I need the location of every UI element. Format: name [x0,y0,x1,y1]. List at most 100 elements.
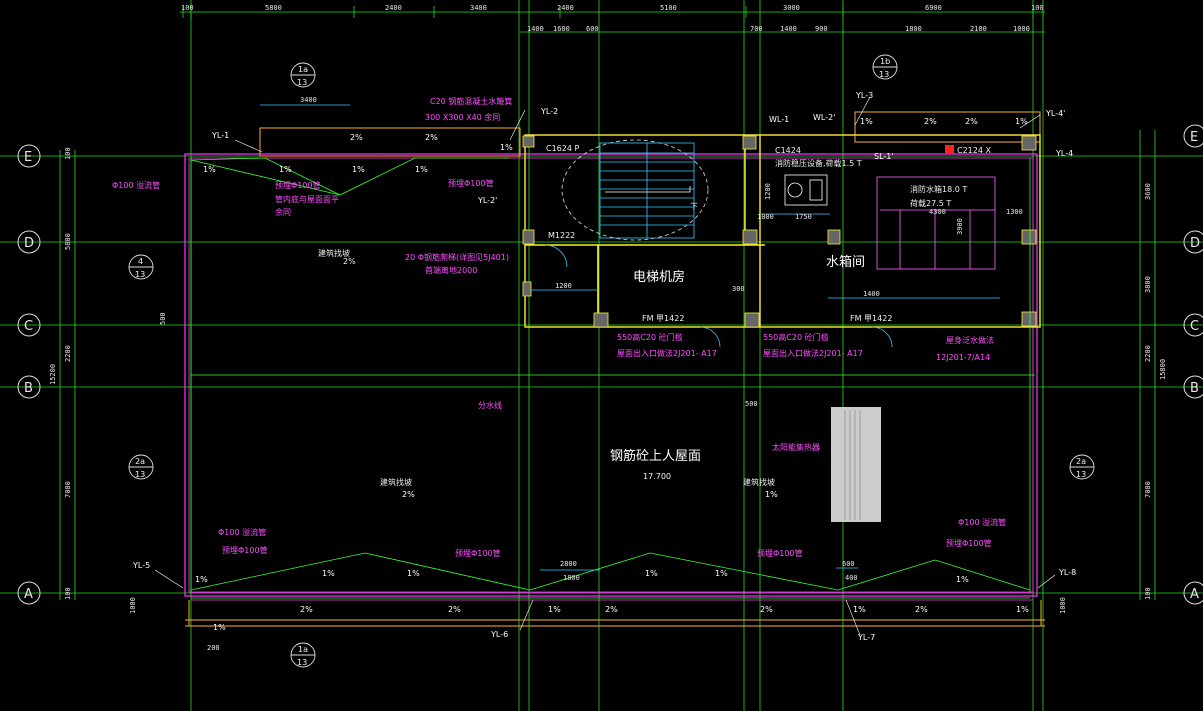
slope-21: 2% [760,605,773,614]
axis-bubbles-right [1183,124,1203,605]
label-drain-pipe-left: Φ100 溢流管 [112,180,160,190]
left-dim-6: 7000 [64,481,72,498]
pump-equipment [784,174,828,206]
slope-6: 1% [415,165,428,174]
slope-8: 2% [965,117,978,126]
label-slope-find: 建筑找坡 [318,248,350,258]
slope-16: 1% [956,575,969,584]
dim-1200-v: 1200 [764,183,772,200]
right-dim-1: 3600 [1144,183,1152,200]
label-sill-1b: 屋面出入口做法2J201- A17 [617,348,717,358]
top-dim-3: 2400 [385,4,402,12]
label-stair-down: 下 [690,202,698,211]
label-drain-br: Φ100 溢流管 [958,517,1006,527]
label-embed-br1: 预埋Φ100管 [757,548,803,558]
pipe-yl-5: YL-5 [132,561,150,570]
right-dim-5: 7000 [1144,481,1152,498]
slope-5: 1% [352,165,365,174]
pipe-yl-2p: YL-2' [477,196,497,205]
slope-23: 2% [402,490,415,499]
slope-22: 2% [915,605,928,614]
slope-24: 1% [765,490,778,499]
slope-13: 1% [407,569,420,578]
dim-1400: 1400 [863,290,880,298]
top-dim-2: 5800 [265,4,282,12]
top-dim-7: 3000 [783,4,800,12]
top-dim-4: 3400 [470,4,487,12]
detail-2-bottom: 13 [879,70,889,79]
detail-4-top: 2a [135,457,145,466]
pipe-yl-1: YL-1 [211,131,229,140]
pipe-yl-2: YL-2 [540,107,558,116]
detail-6-top: 1a [298,645,308,654]
label-water-line: 分水线 [478,400,502,410]
label-sill-1: 550高C20 砼门槛 [617,332,683,342]
detail-5-bottom: 13 [1076,470,1086,479]
dim-1300: 1300 [1006,208,1023,216]
left-dim-3: 500 [159,312,167,325]
right-dim-7: 1000 [1059,597,1067,614]
label-sill-2b: 屋面出入口做法2J201- A17 [763,348,863,358]
drainage-slope-lines [190,157,1035,599]
top-dim2-5: 1400 [780,25,797,33]
slope-9: 1% [860,117,873,126]
pipe-yl-7: YL-7 [857,633,875,642]
right-dim-2: 3800 [1144,276,1152,293]
pipe-yl-4p: YL-4' [1045,109,1065,118]
label-c20-beam-1: C20 钢筋混凝土水簸箕 [430,96,512,106]
label-door-m1222: M1222 [548,231,575,240]
top-dim-1: 100 [181,4,194,12]
detail-5-top: 2a [1076,457,1086,466]
label-sill-2: 550高C20 砼门槛 [763,332,829,342]
dim-1800: 1800 [563,574,580,582]
label-elevator-room: 电梯机房 [633,269,685,285]
label-embed-pipe-1: 预埋Φ100管 [275,180,321,190]
label-fire-tank-1: 消防水箱18.0 T [910,184,967,194]
slope-14: 1% [645,569,658,578]
label-steel-bar-2: 首端离地2000 [425,265,477,275]
leader-lines [154,96,1056,636]
label-slope-find-2: 建筑找坡 [380,477,412,487]
detail-1-top: 1a [298,65,308,74]
label-door-c1624: C1624 P [546,144,579,153]
label-embed-bl: 预埋Φ100管 [222,545,268,555]
label-fm-2: FM 甲1422 [850,314,892,323]
right-dim-6: 100 [1144,587,1152,600]
left-dim-2: 5800 [64,233,72,250]
label-embed-br2: 预埋Φ100管 [946,538,992,548]
label-embed-bm: 预埋Φ100管 [455,548,501,558]
slope-1: 1% [203,165,216,174]
structural-columns [522,135,1037,328]
dim-4300: 4300 [929,208,946,216]
top-dim2-7: 1800 [905,25,922,33]
left-dim-5: 15200 [49,364,57,385]
slope-12: 1% [322,569,335,578]
dim-300: 300 [732,285,745,293]
top-dim2-3: 600 [586,25,599,33]
top-dimension-lines [180,6,1045,33]
slope-20: 2% [605,605,618,614]
dim-600: 600 [842,560,855,568]
detail-2-top: 1b [880,57,890,66]
top-dim-8: 6900 [925,4,942,12]
left-dimension-lines [59,130,1156,600]
top-dim2-1: 1400 [527,25,544,33]
dim-1200: 1200 [555,282,572,290]
slope-17: 1% [195,575,208,584]
label-fire-pump: 消防稳压设备,荷载1.5 T [775,158,862,168]
slope-27: 1% [853,605,866,614]
staircase [561,139,709,241]
label-c20-beam-2: 300 X300 X40 余同 [425,112,500,122]
label-water-tank-room: 水箱间 [826,254,865,270]
solar-collector [831,407,881,522]
top-dim2-2: 1600 [553,25,570,33]
door-swings [544,244,893,348]
slope-3: 2% [425,133,438,142]
slope-19: 2% [448,605,461,614]
pipe-wl-1: WL-1 [769,115,789,124]
detail-3-bottom: 13 [135,270,145,279]
detail-bubbles [128,54,1095,668]
top-dim2-9: 1000 [1013,25,1030,33]
slope-4: 1% [279,165,292,174]
